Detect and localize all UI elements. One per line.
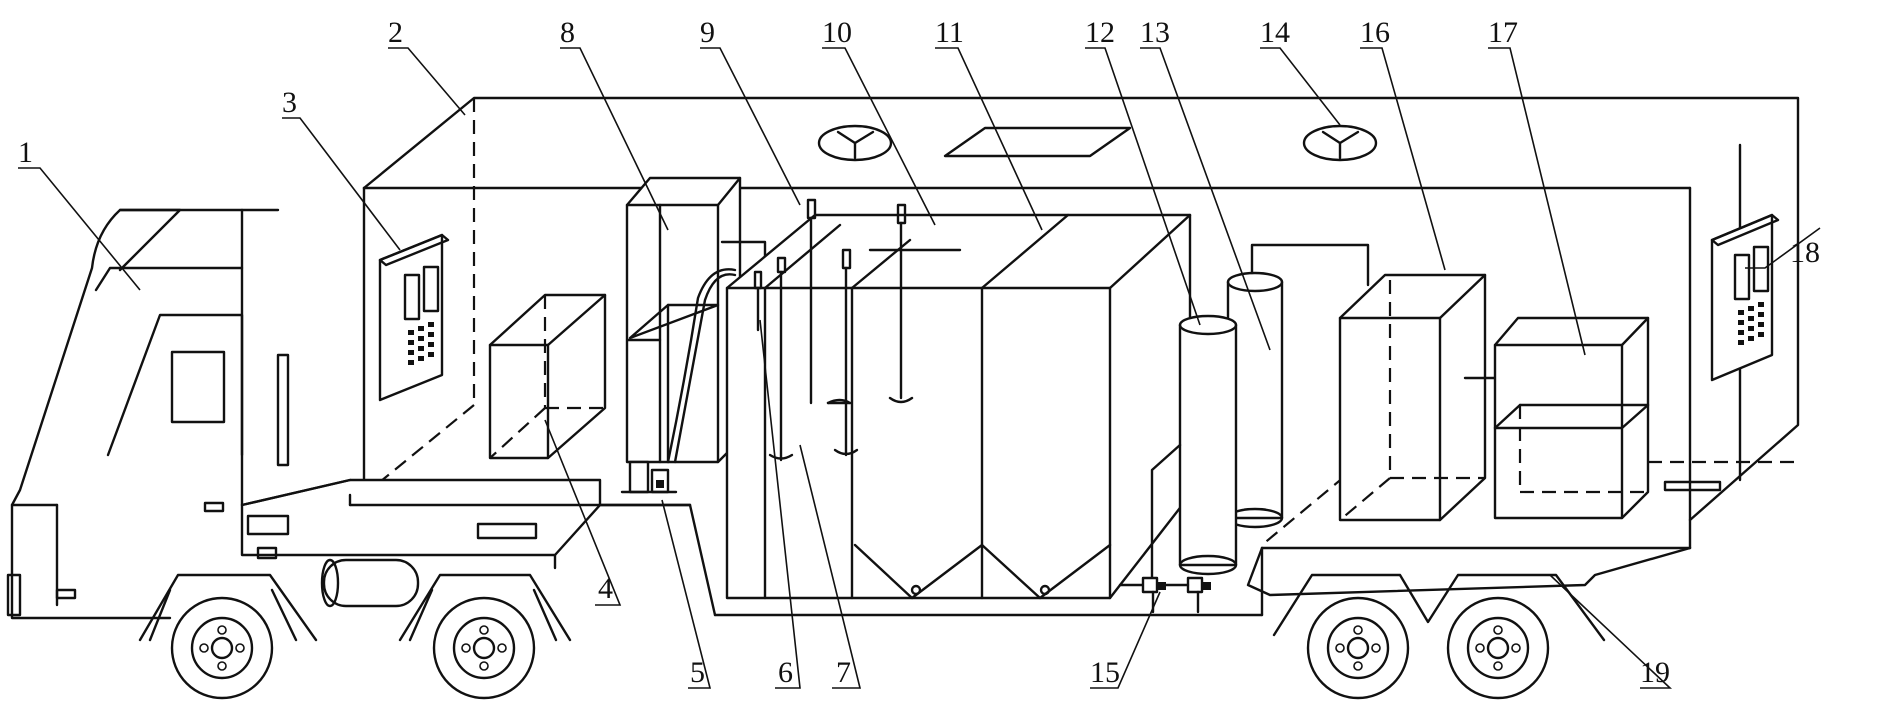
storage-tank-17: [1493, 316, 1722, 520]
label-2: 2: [388, 16, 403, 49]
storage-tank-16: [1338, 273, 1497, 522]
label-10: 10: [822, 16, 852, 49]
middle-wheel: [398, 573, 572, 700]
rear-fender: [1272, 573, 1606, 642]
label-19: 19: [1640, 656, 1670, 689]
label-7: 7: [836, 656, 851, 689]
truck-cab: [6, 208, 290, 620]
label-4: 4: [598, 572, 613, 605]
truck-chassis: [240, 478, 1264, 617]
label-9: 9: [700, 16, 715, 49]
label-8: 8: [560, 16, 575, 49]
label-13: 13: [1140, 16, 1170, 49]
valve-15: [1118, 576, 1211, 614]
front-wheel: [138, 573, 318, 700]
label-15: 15: [1090, 656, 1120, 689]
label-6: 6: [778, 656, 793, 689]
label-18: 18: [1790, 236, 1820, 269]
fuel-tank: [320, 558, 420, 608]
label-12: 12: [1085, 16, 1115, 49]
stirrer-7: [768, 256, 794, 462]
label-11: 11: [935, 16, 964, 49]
control-cabinet-rear: [1710, 213, 1780, 382]
probe-6: [753, 270, 763, 332]
label-3: 3: [282, 86, 297, 119]
leader-lines: [18, 47, 1821, 689]
rear-wheel-2: [1446, 596, 1550, 700]
label-5: 5: [690, 656, 705, 689]
stirrer-9b: [833, 248, 859, 457]
part-labels: 1 2 3 4 5 6 7 8 9 10 11 12 13 14 15 16 1…: [18, 16, 1820, 689]
label-17: 17: [1488, 16, 1518, 49]
label-1: 1: [18, 136, 33, 169]
control-cabinet-front: [378, 233, 450, 402]
filter-column-12: [1150, 314, 1238, 582]
label-16: 16: [1360, 16, 1390, 49]
roof-fan-right: [1302, 124, 1378, 162]
stirrer-10: [888, 203, 914, 404]
dosing-box: [488, 293, 607, 460]
main-treatment-tank: [725, 213, 1192, 600]
roof-fan-left: [817, 124, 893, 162]
feed-pump: [620, 460, 678, 494]
roof-hatch: [943, 126, 1132, 158]
label-14: 14: [1260, 16, 1290, 49]
rear-wheel-1: [1306, 596, 1410, 700]
